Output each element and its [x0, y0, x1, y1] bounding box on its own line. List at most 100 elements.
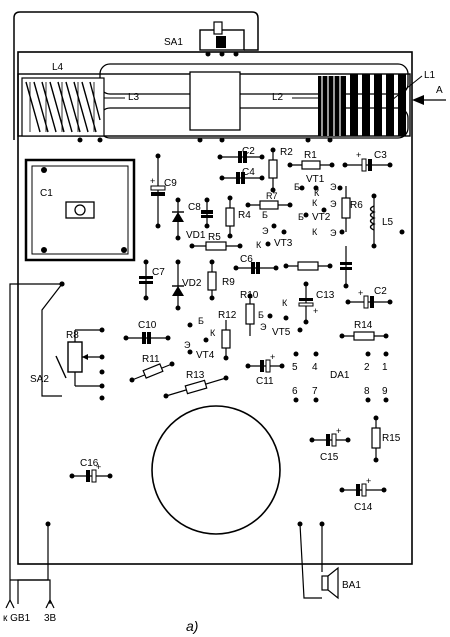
r2-resistor: [268, 147, 278, 193]
c16-label: C16: [80, 458, 99, 469]
c2a-label: C2: [242, 146, 255, 157]
c15-plus: +: [336, 426, 341, 436]
r2-label: R2: [280, 147, 293, 158]
vd2-label: VD2: [182, 278, 202, 289]
da1-pin-2: 2: [364, 362, 370, 373]
vt1-pin-k: К: [314, 188, 320, 198]
r8-label: R8: [66, 330, 79, 341]
r13-label: R13: [186, 370, 205, 381]
c11-plus: +: [270, 352, 275, 362]
r13-resistor: [163, 375, 229, 399]
vt2-pin-b: Б: [298, 212, 304, 222]
l3-l4-coil: [21, 77, 105, 137]
r11-resistor: [129, 361, 175, 383]
c16-capacitor: [69, 469, 113, 483]
vt4-pin-e: Э: [184, 340, 191, 350]
r5-resistor: [189, 241, 243, 251]
battery-wires: [5, 283, 60, 609]
r15-resistor: [371, 415, 381, 463]
c2b-plus: +: [358, 288, 363, 298]
r10-resistor: [245, 293, 255, 336]
r8-trimmer: [67, 327, 105, 401]
l5-label: L5: [382, 217, 394, 228]
r5-label: R5: [208, 232, 221, 243]
da1-pin-8: 8: [364, 386, 370, 397]
c16-plus: +: [96, 462, 101, 472]
c10-label: C10: [138, 320, 157, 331]
r7-resistor: [245, 200, 293, 210]
vt4-pin-b: Б: [198, 316, 204, 326]
c3-plus: +: [356, 150, 361, 160]
vt2-pin-e: Э: [330, 199, 337, 209]
vt3-pin-b: Б: [262, 210, 268, 220]
r7-label: R7: [266, 191, 278, 201]
ba1-speaker: [299, 523, 339, 600]
c14-plus: +: [366, 476, 371, 486]
r6-resistor: [341, 186, 351, 232]
l1-coil: [350, 74, 406, 136]
vt2-label: VT2: [312, 212, 331, 223]
vt1-pin-b: Б: [294, 182, 300, 192]
c7-label: C7: [152, 267, 165, 278]
r4-label: R4: [238, 210, 251, 221]
c5-capacitor: [340, 246, 352, 289]
da1-pin-9: 9: [382, 386, 388, 397]
ferrite-antenna: [17, 63, 411, 139]
sa1-switch: [199, 21, 245, 57]
da1-label: DA1: [330, 370, 350, 381]
vt3-pin-e: Э: [262, 226, 269, 236]
c11-capacitor: [245, 359, 285, 373]
r9-resistor: [207, 259, 217, 301]
c14-label: C14: [354, 502, 373, 513]
c6-label: C6: [240, 254, 253, 265]
r1-resistor: [287, 160, 335, 170]
r15-label: R15: [382, 433, 401, 444]
vt2-pin-e2: Э: [330, 228, 337, 238]
vt3-pin-k: К: [256, 240, 262, 250]
c8-label: C8: [188, 202, 201, 213]
board-outline: [17, 51, 413, 565]
l1-label: L1: [424, 70, 436, 81]
r10-label: R10: [240, 290, 259, 301]
l4-label: L4: [52, 62, 64, 73]
c8-capacitor: [201, 197, 213, 229]
vd1-label: VD1: [186, 230, 206, 241]
l2-coil: [318, 76, 346, 136]
resistor-unlabeled: [283, 261, 333, 271]
vt4-label: VT4: [196, 350, 215, 361]
vt5-label: VT5: [272, 327, 291, 338]
vt2-pin-k2: К: [312, 227, 318, 237]
l3-label: L3: [128, 92, 140, 103]
vt4-pin-k: К: [210, 328, 216, 338]
gb1-terminal-label: к GB1: [3, 613, 31, 624]
vt5-pin-e: Э: [260, 322, 267, 332]
c2a-capacitor: [217, 151, 265, 163]
vd1-diode: [172, 197, 184, 241]
vt5-pin-k: К: [282, 298, 288, 308]
c1-variable-capacitor: [24, 158, 136, 262]
r6-label: R6: [350, 200, 363, 211]
speaker-cutout: [151, 405, 281, 535]
c4-label: C4: [242, 167, 255, 178]
c4-capacitor: [219, 172, 265, 184]
sa1-label: SA1: [164, 37, 183, 48]
r4-resistor: [225, 195, 235, 239]
r1-label: R1: [304, 150, 317, 161]
c1-label: C1: [40, 188, 53, 199]
vd2-diode: [172, 259, 184, 311]
c15-label: C15: [320, 452, 339, 463]
3v-terminal-label: 3В: [44, 613, 57, 624]
vt1-label: VT1: [306, 174, 325, 185]
figure-caption: a): [186, 618, 198, 634]
sa1-loop-wire: [13, 11, 259, 140]
c13-plus: +: [313, 306, 318, 316]
l2-label: L2: [272, 92, 284, 103]
l5-inductor: [369, 193, 377, 249]
r12-resistor: [221, 320, 231, 361]
c9-plus: +: [150, 176, 155, 186]
c15-capacitor: [309, 433, 351, 447]
da1-pin-5: 5: [292, 362, 298, 373]
vt5-pin-b: Б: [258, 310, 264, 320]
da1-chip: [293, 351, 389, 403]
c9-label: C9: [164, 178, 177, 189]
